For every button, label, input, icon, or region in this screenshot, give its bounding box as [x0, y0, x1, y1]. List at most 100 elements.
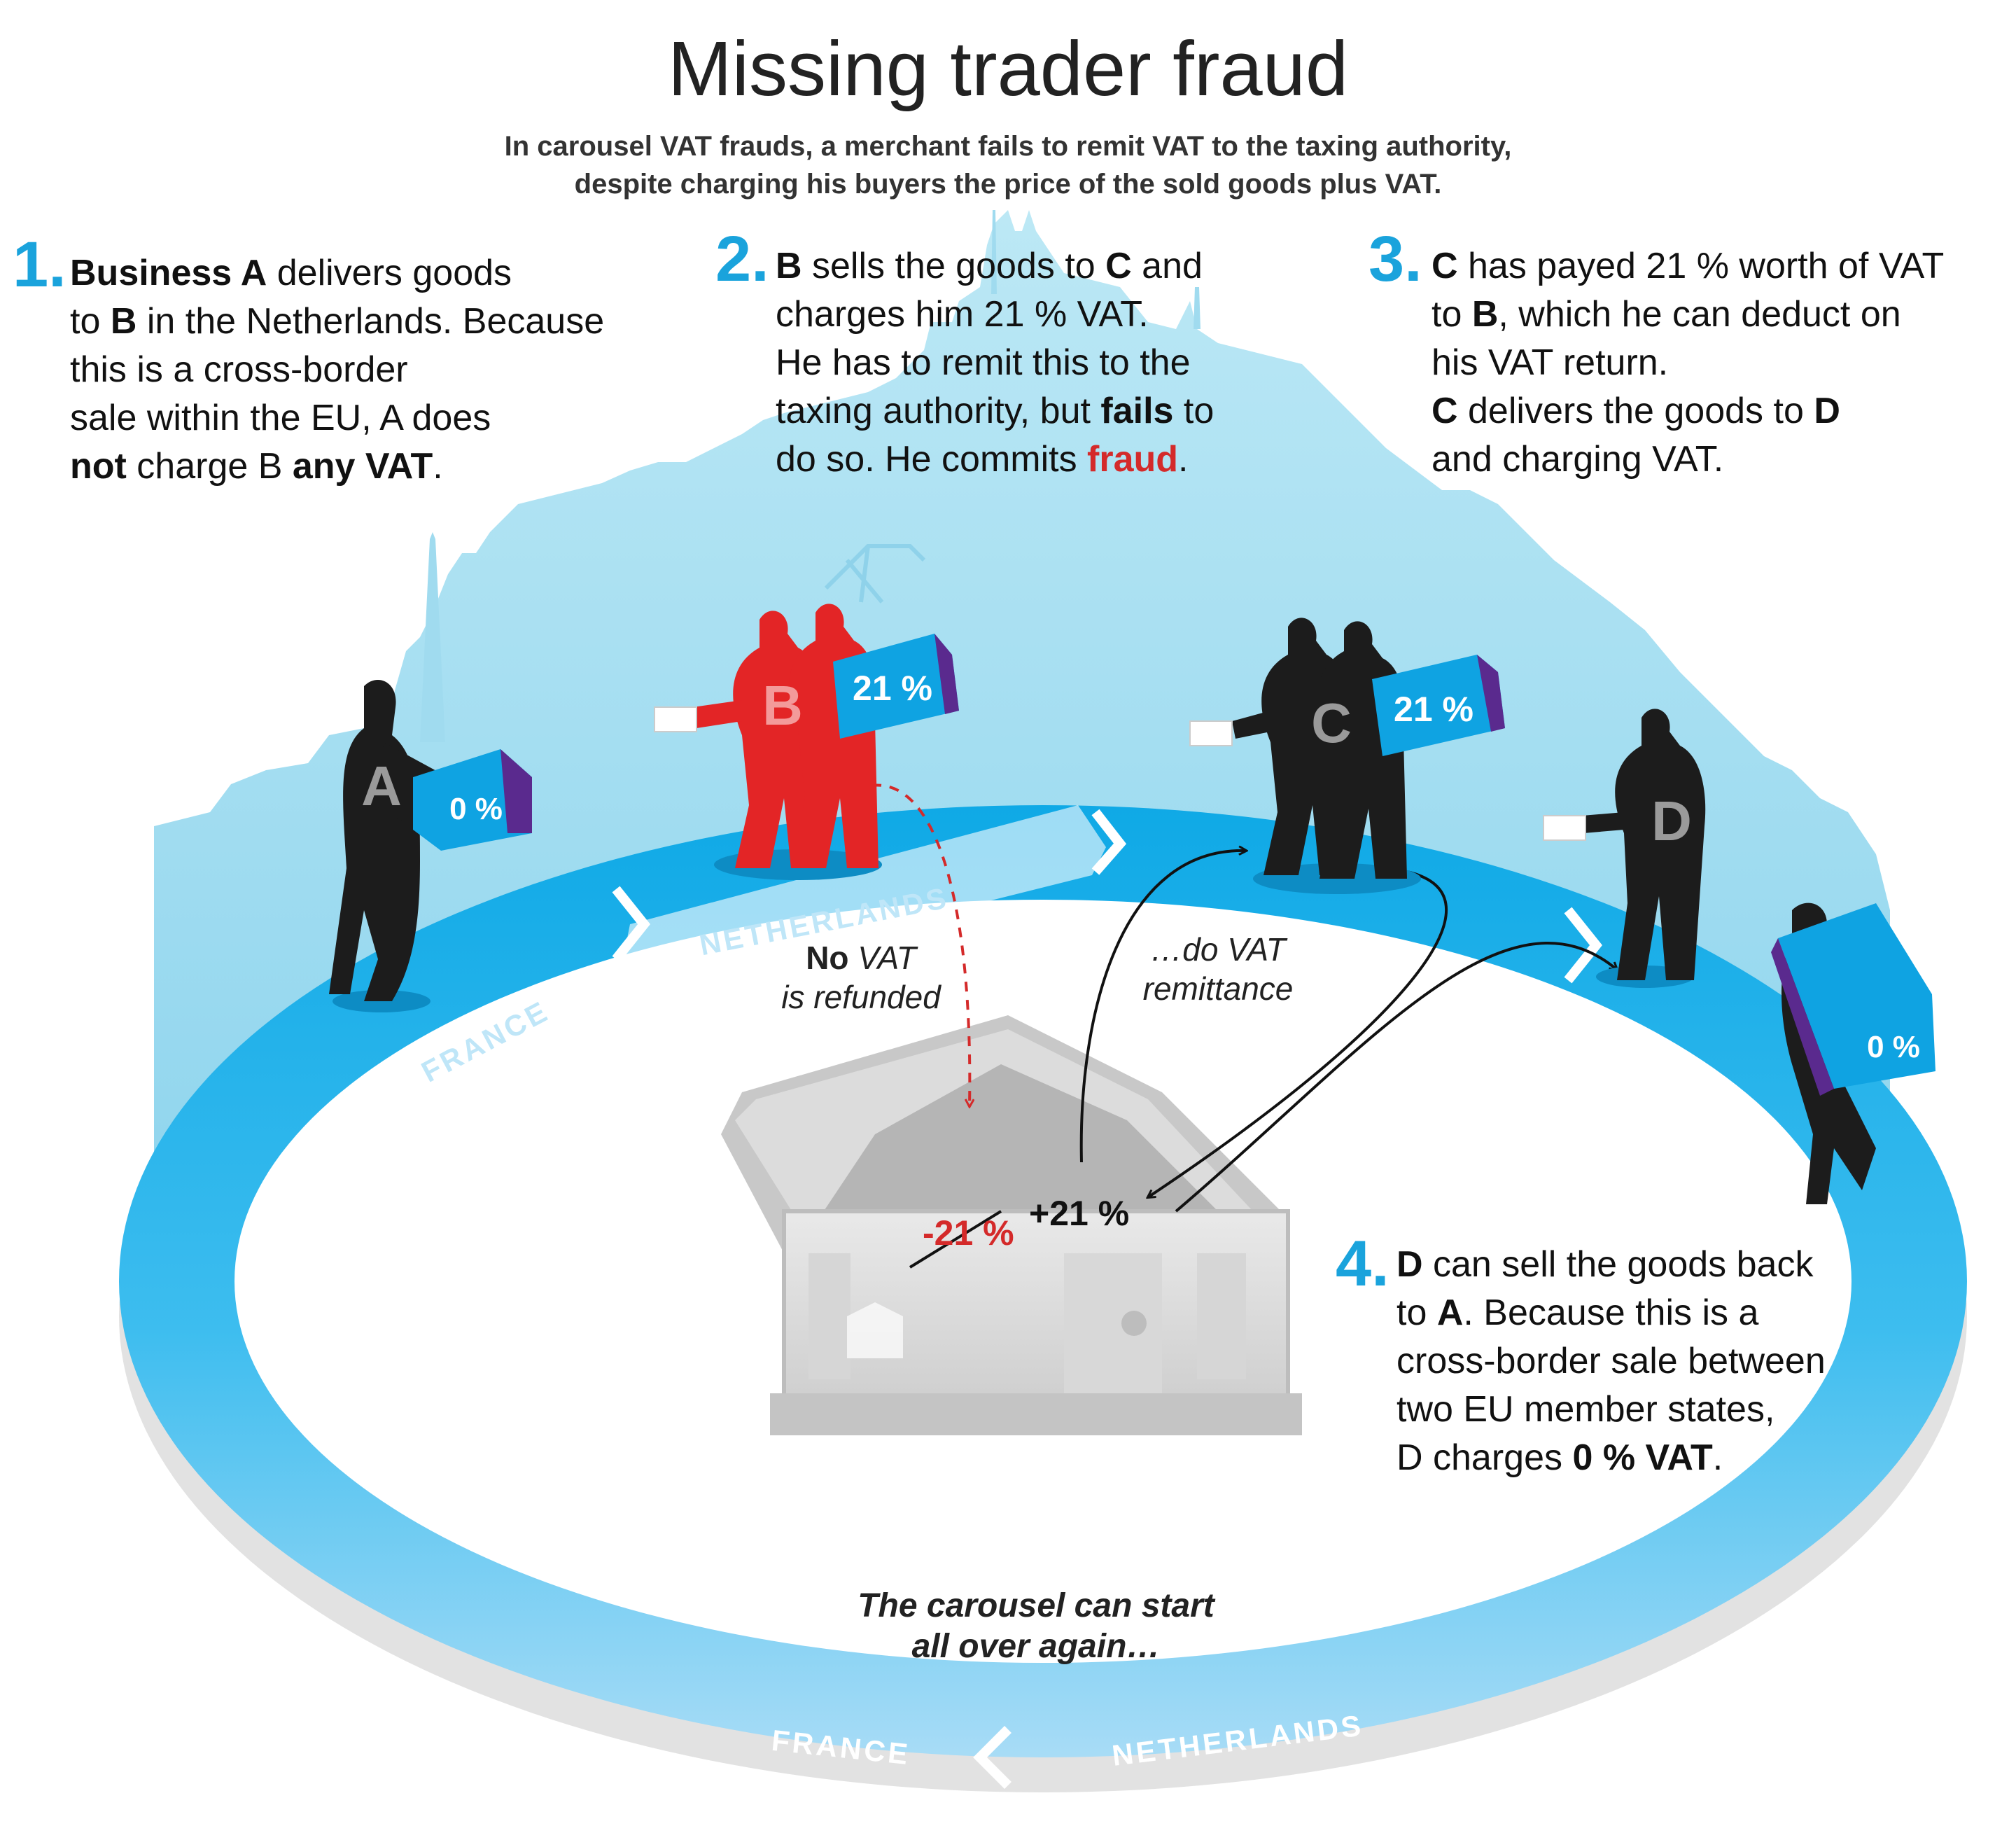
- step-text-run: , which he can deduct on: [1498, 294, 1901, 335]
- step-1-line-1: Business A delivers goods: [70, 249, 604, 298]
- step-2-line-4: taxing authority, but fails to: [776, 387, 1214, 435]
- step-text-run: and charging VAT.: [1432, 439, 1724, 480]
- trader-a-letter: A: [361, 755, 402, 817]
- carousel-line-2: all over again…: [911, 1628, 1161, 1665]
- step-text-run: .: [1178, 439, 1189, 480]
- step-text-run: to: [1396, 1292, 1437, 1333]
- subtitle-line-2: despite charging his buyers the price of…: [574, 169, 1442, 200]
- treasury-chest: [721, 1015, 1302, 1435]
- vat-remittance-arrow: [1079, 851, 1246, 1163]
- box-c-label: 21 %: [1394, 690, 1474, 729]
- minus-21-strike: [909, 1210, 1002, 1269]
- step-4-line-5: D charges 0 % VAT.: [1396, 1434, 1826, 1482]
- step-text-run: any VAT: [292, 446, 433, 487]
- step-text-run: B: [776, 246, 802, 286]
- step-3-line-2: to B, which he can deduct on: [1432, 291, 1944, 339]
- step-text-run: Business A: [70, 253, 267, 293]
- step-2-number: 2.: [715, 223, 769, 295]
- no-refund-arrow: [871, 783, 969, 1106]
- step-text-run: to: [1432, 294, 1472, 335]
- step-text-run: charges him 21 % VAT.: [776, 294, 1149, 335]
- chest-plus-21: +21 %: [1029, 1194, 1129, 1233]
- step-text-run: two EU member states,: [1396, 1389, 1775, 1430]
- step-text-run: not: [70, 446, 127, 487]
- step-text-run: to: [1173, 391, 1214, 431]
- carousel-line-1: The carousel can start: [858, 1587, 1214, 1624]
- subtitle-line-1: In carousel VAT frauds, a merchant fails…: [504, 131, 1512, 162]
- step-text-run: this is a cross-border: [70, 349, 408, 390]
- step-1-number: 1.: [13, 229, 66, 300]
- no-vat-rest: VAT: [848, 940, 916, 976]
- step-3-line-5: and charging VAT.: [1432, 435, 1944, 484]
- remit-line-2: remittance: [1142, 970, 1294, 1007]
- step-4-line-1: D can sell the goods back: [1396, 1241, 1826, 1289]
- step-text-run: C: [1105, 246, 1132, 286]
- step-text-run: C: [1432, 391, 1458, 431]
- step-text-run: B: [1471, 294, 1499, 335]
- step-2-line-5: do so. He commits fraud.: [776, 435, 1214, 484]
- step-1-line-4: sale within the EU, A does: [70, 394, 604, 442]
- step-text-run: fails: [1100, 391, 1174, 431]
- trader-b-letter: B: [762, 674, 803, 737]
- step-3-line-1: C has payed 21 % worth of VAT: [1432, 242, 1944, 291]
- box-b-label: 21 %: [853, 669, 932, 708]
- step-text-run: sells the goods to: [802, 246, 1106, 286]
- subtitle: In carousel VAT frauds, a merchant fails…: [378, 127, 1638, 203]
- step-1-line-3: this is a cross-border: [70, 346, 604, 394]
- step-text-run: B: [110, 301, 137, 342]
- remit-line-1: …do VAT: [1150, 931, 1286, 968]
- box-a: [413, 749, 532, 851]
- box-c: [1372, 655, 1505, 756]
- step-4-line-4: two EU member states,: [1396, 1386, 1826, 1434]
- step-text-run: delivers goods: [267, 253, 512, 293]
- box-d-label: 0 %: [1867, 1030, 1920, 1064]
- step-2-line-3: He has to remit this to the: [776, 339, 1214, 387]
- step-text-run: C: [1432, 246, 1458, 286]
- no-vat-line-1: No VAT: [806, 940, 916, 976]
- no-vat-line-2: is refunded: [781, 979, 941, 1015]
- step-text-run: do so. He commits: [776, 439, 1088, 480]
- step-text-run: cross-border sale between: [1396, 1341, 1826, 1381]
- step-text-run: can sell the goods back: [1422, 1244, 1814, 1285]
- page-title: Missing trader fraud: [667, 26, 1349, 112]
- c-to-d-arrow: [1175, 941, 1617, 1213]
- step-text-run: in the Netherlands. Because: [136, 301, 605, 342]
- step-4-line-2: to A. Because this is a: [1396, 1289, 1826, 1337]
- no-vat-refunded-note: No VAT is refunded: [756, 938, 966, 1017]
- step-3-line-3: his VAT return.: [1432, 339, 1944, 387]
- step-text-run: A: [1436, 1292, 1464, 1333]
- deduction-arrow: [1148, 870, 1448, 1197]
- box-a-label: 0 %: [449, 792, 503, 826]
- step-text-run: 0 % VAT: [1572, 1437, 1713, 1478]
- step-text-run: has payed 21 % worth of VAT: [1457, 246, 1945, 286]
- step-4-line-3: cross-border sale between: [1396, 1337, 1826, 1386]
- step-text-run: delivers the goods to: [1457, 391, 1814, 431]
- step-text-run: charge B: [126, 446, 293, 487]
- step-1-line-5: not charge B any VAT.: [70, 442, 604, 491]
- step-2-line-1: B sells the goods to C and: [776, 242, 1214, 291]
- step-text-run: .: [1712, 1437, 1723, 1478]
- no-vat-bold: No: [806, 940, 849, 976]
- step-text-run: and: [1131, 246, 1203, 286]
- step-4-number: 4.: [1336, 1228, 1390, 1299]
- vat-remittance-note: …do VAT remittance: [1106, 930, 1330, 1008]
- step-text-run: to: [70, 301, 111, 342]
- step-text-run: D: [1396, 1244, 1423, 1285]
- step-text-run: He has to remit this to the: [776, 342, 1191, 383]
- step-text-run: D charges: [1396, 1437, 1573, 1478]
- step-1-line-2: to B in the Netherlands. Because: [70, 298, 604, 346]
- trader-d: [1543, 709, 1706, 988]
- step-3-number: 3.: [1368, 223, 1422, 295]
- step-text-run: fraud: [1087, 439, 1179, 480]
- step-text-run: .: [433, 446, 443, 487]
- trader-d-letter: D: [1651, 790, 1692, 852]
- step-3-line-4: C delivers the goods to D: [1432, 387, 1944, 435]
- step-text-run: D: [1814, 391, 1840, 431]
- step-text-run: taxing authority, but: [776, 391, 1101, 431]
- step-text-run: sale within the EU, A does: [70, 398, 491, 438]
